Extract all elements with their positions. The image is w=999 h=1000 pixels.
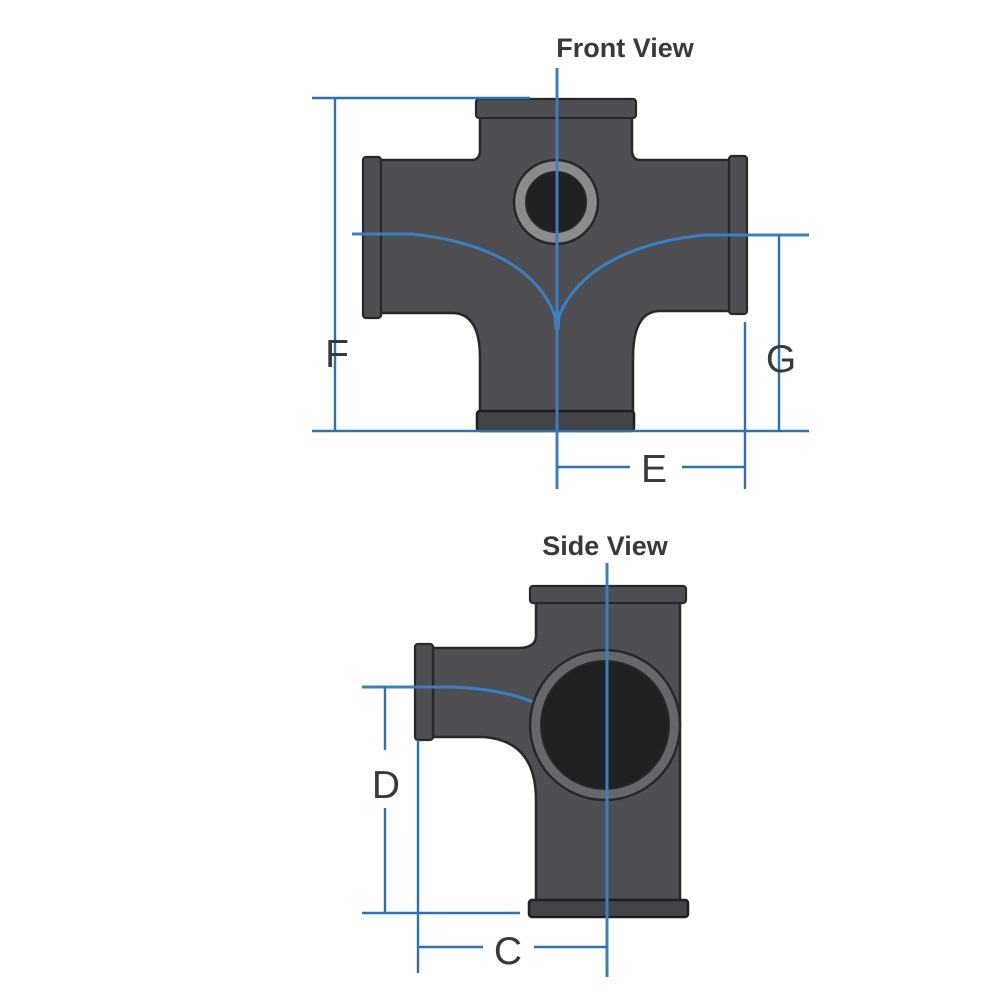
dimension-label-d: D [372, 764, 400, 807]
front-view: Front View F G E [312, 33, 809, 491]
side-branch-socket-cuff [413, 642, 435, 742]
side-view-title: Side View [542, 531, 669, 561]
side-view: Side View D C [362, 531, 690, 977]
side-main-socket-opening [540, 660, 670, 790]
dimension-label-f: F [325, 333, 349, 376]
front-view-title: Front View [556, 33, 695, 63]
dimension-label-g: G [766, 338, 796, 381]
dimension-label-c: C [494, 930, 522, 973]
front-left-flow-centerline [352, 232, 558, 331]
dimension-label-e: E [641, 448, 667, 491]
front-left-socket-cuff [361, 155, 383, 320]
front-right-flow-centerline [556, 233, 809, 331]
